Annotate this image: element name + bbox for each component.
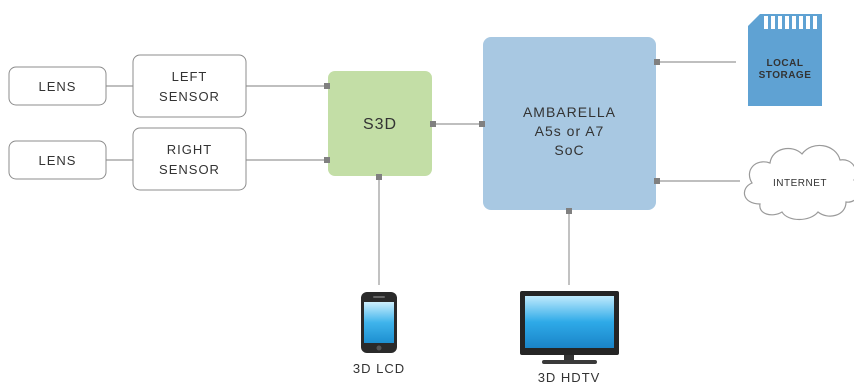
connector-lines	[106, 61, 740, 285]
local-storage-line2: STORAGE	[759, 70, 812, 81]
connector-pins	[324, 59, 660, 214]
lens-top-label: LENS	[39, 79, 77, 94]
left-sensor-line1: LEFT	[172, 69, 208, 84]
s3d-box: S3D	[328, 71, 432, 176]
left-sensor-line2: SENSOR	[159, 89, 220, 104]
hdtv-label: 3D HDTV	[538, 370, 601, 384]
s3d-label: S3D	[363, 116, 397, 133]
local-storage-line1: LOCAL	[767, 58, 804, 69]
right-sensor-line2: SENSOR	[159, 162, 220, 177]
lcd-label: 3D LCD	[353, 361, 405, 376]
tv-icon	[520, 291, 619, 364]
cloud-icon: INTERNET	[743, 144, 854, 221]
lens-bottom-label: LENS	[39, 153, 77, 168]
smartphone-icon	[361, 292, 397, 353]
left-sensor-box: LEFT SENSOR	[132, 54, 247, 118]
lens-top-box: LENS	[8, 66, 107, 106]
soc-line2: A5s or A7	[535, 123, 605, 139]
right-sensor-box: RIGHT SENSOR	[132, 127, 247, 191]
soc-line1: AMBARELLA	[523, 104, 616, 120]
right-sensor-line1: RIGHT	[167, 142, 212, 157]
lens-bottom-box: LENS	[8, 140, 107, 180]
soc-line3: SoC	[554, 142, 584, 158]
soc-box: AMBARELLA A5s or A7 SoC	[483, 37, 656, 210]
internet-label: INTERNET	[773, 178, 827, 189]
sd-card-icon: LOCAL STORAGE	[748, 14, 822, 106]
